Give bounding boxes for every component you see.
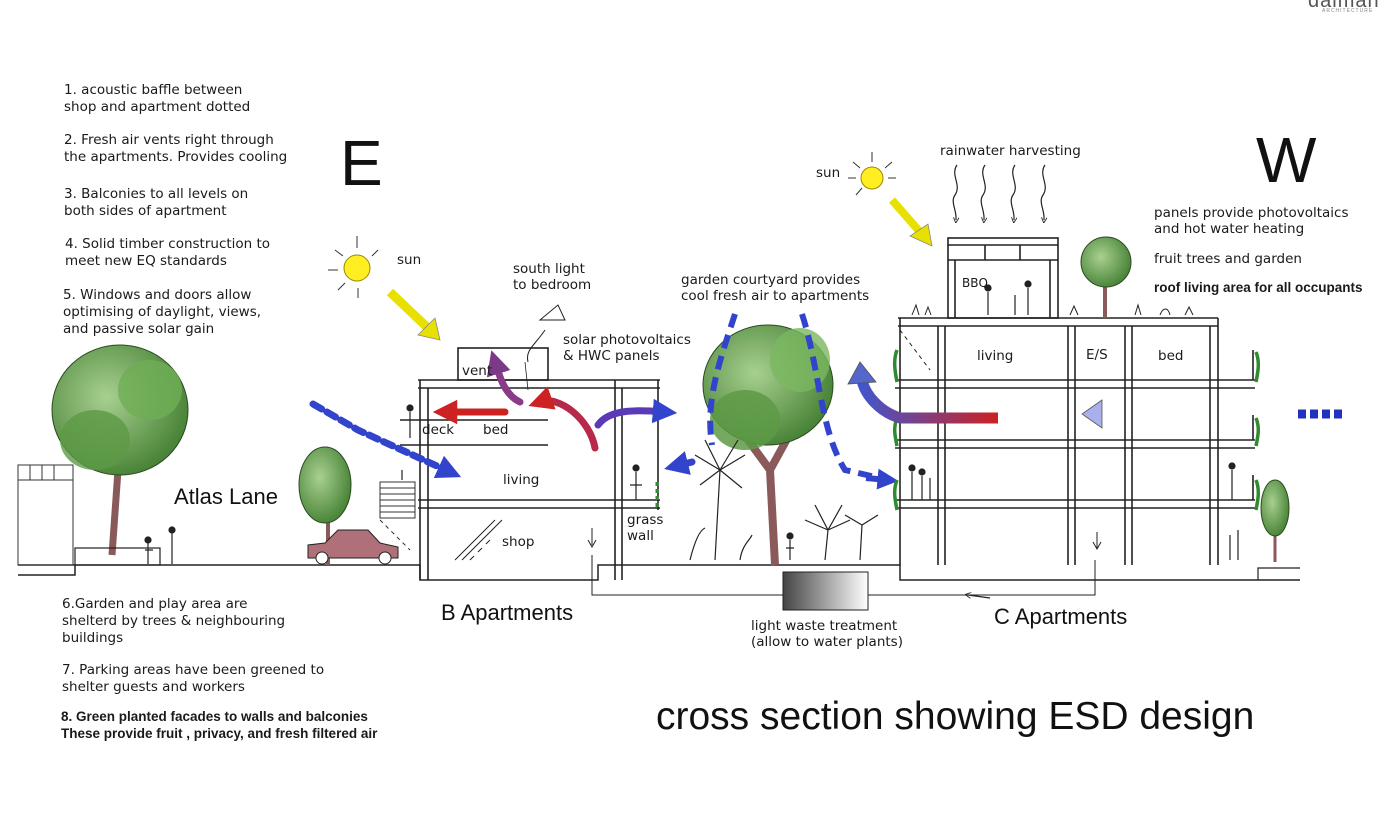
courtyard-palms (689, 439, 879, 561)
c-apartments-building (895, 237, 1255, 565)
downpipe-c (1092, 532, 1102, 551)
left-neighbour-building (17, 464, 74, 566)
diagram-title: cross section showing ESD design (656, 695, 1255, 738)
label-light-waste: light waste treatment (allow to water pl… (751, 618, 903, 650)
waste-tank (782, 571, 869, 611)
label-atlas-lane: Atlas Lane (174, 484, 278, 509)
brand-logo: dalman (1308, 0, 1380, 12)
label-vent: vent (462, 363, 493, 379)
brand-subtitle: ARCHITECTURE (1322, 8, 1374, 14)
note-4: 4. Solid timber construction to meet new… (65, 236, 271, 269)
west-marker: W (1256, 124, 1317, 196)
sun-right (848, 152, 933, 247)
courtyard-tree (702, 324, 834, 566)
note-6: 6.Garden and play area are shelterd by t… (62, 596, 286, 646)
label-shop: shop (502, 534, 535, 550)
label-bed-c: bed (1158, 348, 1184, 364)
label-grass-wall: grass wall (627, 512, 664, 544)
bench-people-left (74, 526, 176, 566)
label-garden-courtyard: garden courtyard provides cool fresh air… (681, 272, 870, 304)
parked-car (307, 529, 399, 565)
east-marker: E (340, 127, 383, 199)
label-rainwater: rainwater harvesting (940, 143, 1081, 159)
stairs-left (379, 481, 416, 551)
label-panels-right: panels provide photovoltaics and hot wat… (1154, 205, 1349, 237)
south-light-sketch (526, 304, 566, 363)
label-deck: deck (422, 422, 455, 438)
note-5: 5. Windows and doors allow optimising of… (63, 287, 262, 337)
people-c-apartments (908, 280, 1239, 560)
return-pipe (868, 560, 1096, 596)
roof-tree (1080, 236, 1132, 318)
label-es: E/S (1086, 347, 1108, 363)
label-bed-b: bed (483, 422, 509, 438)
note-7: 7. Parking areas have been greened to sh… (62, 662, 325, 695)
ground-line (18, 564, 1300, 581)
airflow-c (847, 361, 1342, 429)
downpipe-b (587, 528, 785, 596)
roof-planting (911, 303, 1194, 316)
note-8: 8. Green planted facades to walls and ba… (61, 709, 378, 741)
label-living-b: living (503, 472, 540, 488)
label-fruit-trees: fruit trees and garden (1154, 251, 1302, 267)
courtyard-airflow (707, 313, 881, 481)
note-3: 3. Balconies to all levels on both sides… (64, 186, 249, 219)
label-sun-right: sun (816, 165, 841, 181)
label-roof-living: roof living area for all occupants (1154, 280, 1363, 295)
label-living-c: living (977, 348, 1014, 364)
rain-arrows (952, 164, 1045, 220)
note-1: 1. acoustic baffle between shop and apar… (64, 82, 251, 115)
sun-left (328, 236, 441, 341)
note-2: 2. Fresh air vents right through the apa… (64, 132, 288, 165)
label-c-apartments: C Apartments (994, 604, 1128, 629)
green-facades-c (892, 349, 1261, 511)
label-b-apartments: B Apartments (441, 600, 574, 625)
tree-right-small (1257, 479, 1300, 580)
label-bbq: BBQ (962, 276, 988, 290)
tree-left-large (51, 344, 189, 556)
airflow-b (309, 350, 696, 479)
people-b-apartments (401, 404, 642, 500)
label-solar-pv: solar photovoltaics & HWC panels (563, 332, 691, 364)
label-south-light: south light to bedroom (513, 261, 592, 293)
label-sun-left: sun (397, 252, 422, 268)
